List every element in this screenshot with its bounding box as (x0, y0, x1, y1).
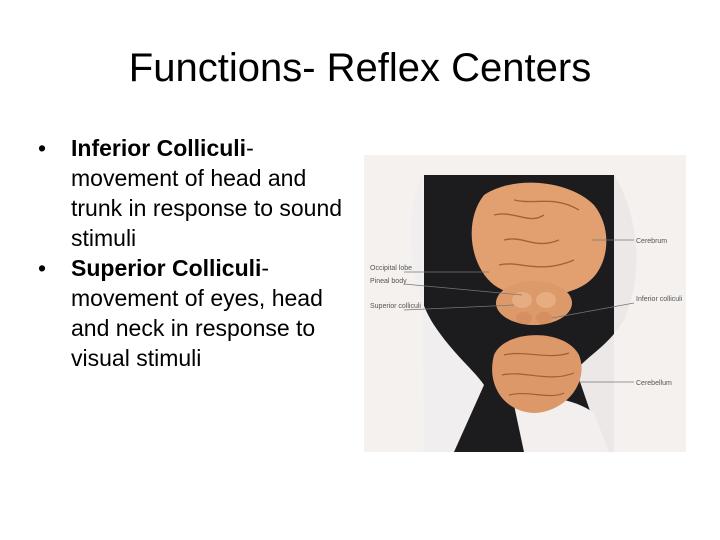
label-inferior-colliculi: Inferior colliculi (636, 296, 683, 303)
bullet-term: Inferior Colliculi (71, 135, 247, 161)
slide-title: Functions- Reflex Centers (128, 46, 592, 90)
bullet-superior-colliculi: • Superior Colliculi-movement of eyes, h… (38, 253, 358, 373)
bullet-text: -movement of eyes, head and neck in resp… (71, 255, 323, 371)
bullet-list: • Inferior Colliculi-movement of head an… (38, 133, 358, 373)
label-pineal-body: Pineal body (370, 278, 407, 285)
bullet-text: -movement of head and trunk in response … (71, 135, 343, 251)
bullet-inferior-colliculi: • Inferior Colliculi-movement of head an… (38, 133, 358, 253)
label-superior-colliculi: Superior colliculi (370, 303, 421, 310)
bullet-mark: • (38, 255, 47, 281)
label-occipital-lobe: Occipital lobe (370, 265, 412, 272)
bullet-term: Superior Colliculi (71, 255, 262, 281)
label-cerebellum: Cerebellum (636, 380, 672, 387)
brainstem-photo: Cerebrum Occipital lobe Pineal body Supe… (364, 155, 686, 452)
label-cerebrum: Cerebrum (636, 238, 667, 245)
bullet-mark: • (38, 135, 47, 161)
